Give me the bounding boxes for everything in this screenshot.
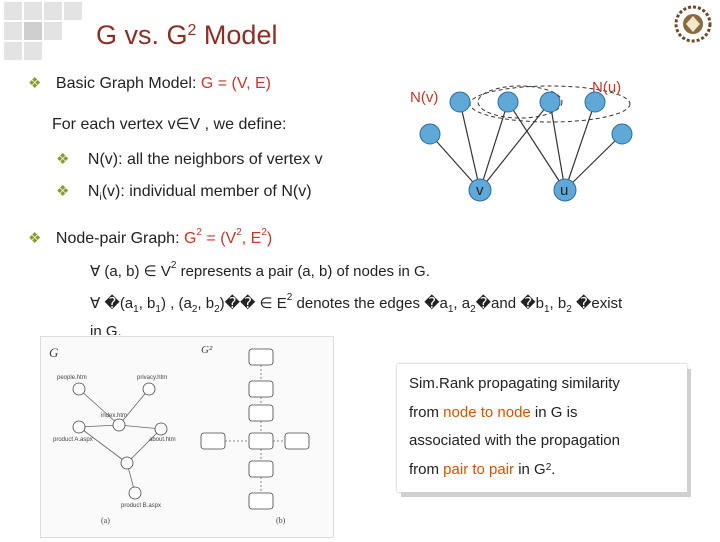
bullet-basic-graph: ❖ Basic Graph Model: G = (V, E) — [28, 75, 271, 92]
graph-node — [584, 91, 606, 113]
forall-pair-text: ∀ (a, b) ∈ V2 represents a pair (a, b) o… — [90, 260, 430, 280]
caption-b: (b) — [276, 516, 286, 525]
callout-line-1: Sim.Rank propagating similarity — [409, 375, 620, 392]
svg-text:product B.aspx: product B.aspx — [121, 503, 161, 509]
svg-text:product A.aspx: product A.aspx — [53, 437, 93, 443]
node-v — [468, 178, 492, 202]
forall-edges-text: ∀ �(a1, b1) , (a2, b2)�� ∈ E2 denotes th… — [90, 292, 623, 315]
svg-text:people.htm: people.htm — [57, 375, 87, 381]
svg-text:about.htm: about.htm — [149, 437, 176, 443]
node-u — [553, 178, 577, 202]
nu-label: N(u) — [592, 79, 621, 96]
simrank-callout-box: Sim.Rank propagating similarity from nod… — [397, 364, 687, 492]
page-title: G vs. G2 Model — [96, 20, 278, 50]
nv-ellipse — [477, 85, 563, 119]
diamond-bullet-icon: ❖ — [28, 230, 42, 247]
svg-text:privacy.htm: privacy.htm — [137, 375, 167, 381]
bullet-node-pair: ❖ Node-pair Graph: G2 = (V2, E2) — [28, 227, 273, 247]
svg-text:index.htm: index.htm — [101, 413, 127, 419]
diamond-bullet-icon: ❖ — [56, 183, 70, 200]
graph-node — [419, 123, 441, 145]
diamond-bullet-icon: ❖ — [56, 151, 70, 168]
paper-figure: G G² people.htm privacy.htm index.htm ab… — [40, 336, 334, 538]
university-logo-icon — [674, 5, 712, 43]
diamond-bullet-icon: ❖ — [28, 75, 42, 92]
bullet-nv: ❖ N(v): all the neighbors of vertex v — [56, 151, 323, 168]
graph-node — [449, 91, 471, 113]
callout-line-4: from pair to pair in G2. — [409, 460, 556, 478]
neighbor-diagram: N(v) N(u) v u — [410, 79, 633, 202]
decorative-squares — [4, 2, 82, 60]
nv-label: N(v) — [410, 89, 438, 106]
callout-line-3: associated with the propagation — [409, 432, 620, 449]
g-label: G — [49, 345, 59, 360]
graph-node — [539, 91, 561, 113]
g2-label: G² — [201, 344, 213, 356]
bullet-ni: ❖ Ni(v): individual member of N(v) — [56, 183, 312, 204]
caption-a: (a) — [101, 516, 110, 525]
for-each-vertex-text: For each vertex v∈V , we define: — [52, 116, 287, 133]
in-g-text: in G. — [90, 323, 122, 335]
graph-node — [497, 91, 519, 113]
u-label: u — [560, 182, 568, 199]
callout-line-2: from node to node in G is — [409, 403, 578, 421]
graph-node — [611, 123, 633, 145]
v-label: v — [476, 182, 484, 199]
